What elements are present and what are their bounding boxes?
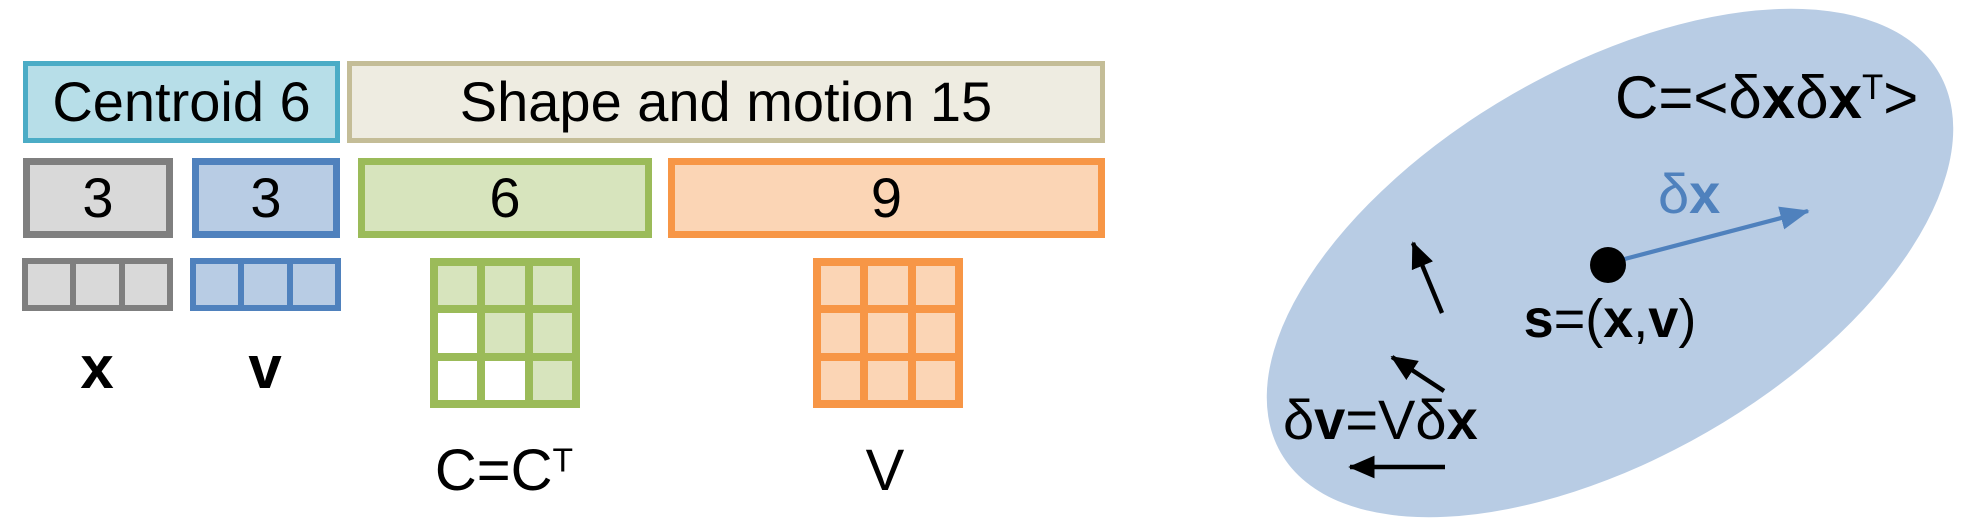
centroid-group-label: Centroid 6 (52, 70, 311, 133)
matrix-cell (485, 360, 525, 400)
position-size-label: 3 (82, 166, 114, 229)
position-vector-label: x (37, 338, 157, 398)
velocity-vector-label: v (205, 338, 325, 398)
formula-run: δ (1658, 162, 1690, 225)
velocity-matrix-size-box: 9 (668, 158, 1105, 238)
covariance-formula: C=<δxδxT> (1615, 68, 1918, 128)
state-point-dot (1590, 247, 1626, 283)
shape-motion-group-box: Shape and motion 15 (347, 61, 1105, 143)
matrix-cell (532, 313, 572, 353)
formula-run: , (1633, 289, 1649, 349)
shape-motion-group-label: Shape and motion 15 (459, 70, 993, 133)
matrix-cell (485, 266, 525, 306)
matrix-cell (124, 264, 167, 305)
formula-run: C=C (434, 438, 553, 503)
formula-run: x (1761, 64, 1796, 131)
matrix-cell (532, 360, 572, 400)
formula-run: T (1861, 67, 1884, 107)
formula-run: δ (1415, 388, 1447, 451)
matrix-cell (868, 313, 908, 353)
formula-run: δ (1283, 388, 1315, 451)
velocity-size-label: 3 (250, 166, 282, 229)
matrix-cell (915, 313, 955, 353)
covariance-size-label: 6 (489, 166, 521, 229)
delta-x-label: δx (1658, 166, 1720, 222)
matrix-cell (868, 266, 908, 306)
matrix-cell (821, 360, 861, 400)
velocity-matrix-grid (813, 258, 963, 408)
formula-run: x (1689, 162, 1721, 225)
matrix-cell (196, 264, 239, 305)
delta-v-label: δv=Vδx (1283, 392, 1478, 448)
matrix-cell (438, 360, 478, 400)
formula-run: C=< (1615, 64, 1729, 131)
formula-run: v (248, 334, 282, 401)
position-vector-grid (22, 258, 173, 311)
covariance-size-box: 6 (358, 158, 652, 238)
formula-run: x (1446, 388, 1478, 451)
state-point-label: s=(x,v) (1460, 292, 1760, 346)
velocity-matrix-label: V (785, 442, 985, 500)
matrix-cell (28, 264, 71, 305)
formula-run: v (1648, 289, 1679, 349)
formula-run: =( (1553, 289, 1604, 349)
matrix-cell (532, 266, 572, 306)
matrix-cell (821, 313, 861, 353)
matrix-cell (438, 266, 478, 306)
formula-run: v (1314, 388, 1346, 451)
velocity-matrix-size-label: 9 (870, 166, 903, 229)
matrix-cell (76, 264, 119, 305)
formula-run: ) (1678, 289, 1697, 349)
covariance-matrix-label: C=CT (404, 442, 604, 500)
formula-run: s (1523, 289, 1554, 349)
formula-run: T (552, 442, 574, 480)
formula-run: > (1883, 64, 1919, 131)
formula-run: x (1828, 64, 1862, 131)
velocity-size-box: 3 (192, 158, 340, 238)
matrix-cell (821, 266, 861, 306)
formula-run: V (865, 438, 905, 503)
matrix-cell (485, 313, 525, 353)
matrix-cell (868, 360, 908, 400)
matrix-cell (292, 264, 335, 305)
centroid-group-box: Centroid 6 (23, 61, 340, 143)
formula-run: δ (1795, 64, 1829, 131)
matrix-cell (915, 360, 955, 400)
formula-run: x (1603, 289, 1634, 349)
formula-run: δ (1728, 64, 1762, 131)
position-size-box: 3 (23, 158, 173, 238)
velocity-vector-grid (190, 258, 341, 311)
formula-run: x (80, 334, 114, 401)
matrix-cell (915, 266, 955, 306)
matrix-cell (438, 313, 478, 353)
covariance-matrix-grid (430, 258, 580, 408)
formula-run: =V (1345, 388, 1416, 451)
matrix-cell (244, 264, 287, 305)
